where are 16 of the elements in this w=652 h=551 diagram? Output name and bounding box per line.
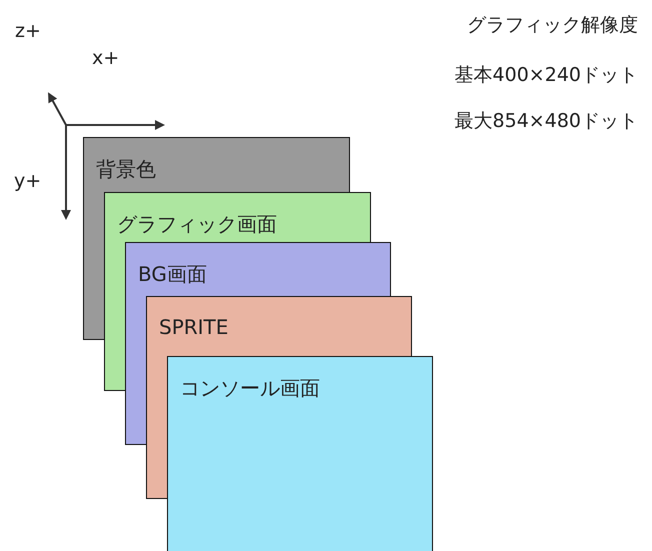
axis-label: z+: [15, 20, 41, 42]
layer-label: SPRITE: [159, 315, 228, 339]
layer-label: 背景色: [96, 156, 156, 183]
axis-label: y+: [14, 170, 42, 192]
layer-panel: [167, 356, 433, 551]
resolution-heading: グラフィック解像度: [467, 13, 638, 38]
layer-label: BG画面: [138, 261, 207, 288]
layer-panel: [146, 296, 412, 356]
layer-label: グラフィック画面: [117, 211, 277, 238]
layer-panel: [125, 242, 391, 296]
layer-label: コンソール画面: [180, 375, 320, 402]
layer-panel: [83, 137, 350, 192]
resolution-note: 基本400×240ドット: [454, 63, 638, 88]
resolution-note: 最大854×480ドット: [454, 109, 638, 134]
axis-label: x+: [92, 47, 120, 69]
layer-panel: [104, 192, 371, 242]
